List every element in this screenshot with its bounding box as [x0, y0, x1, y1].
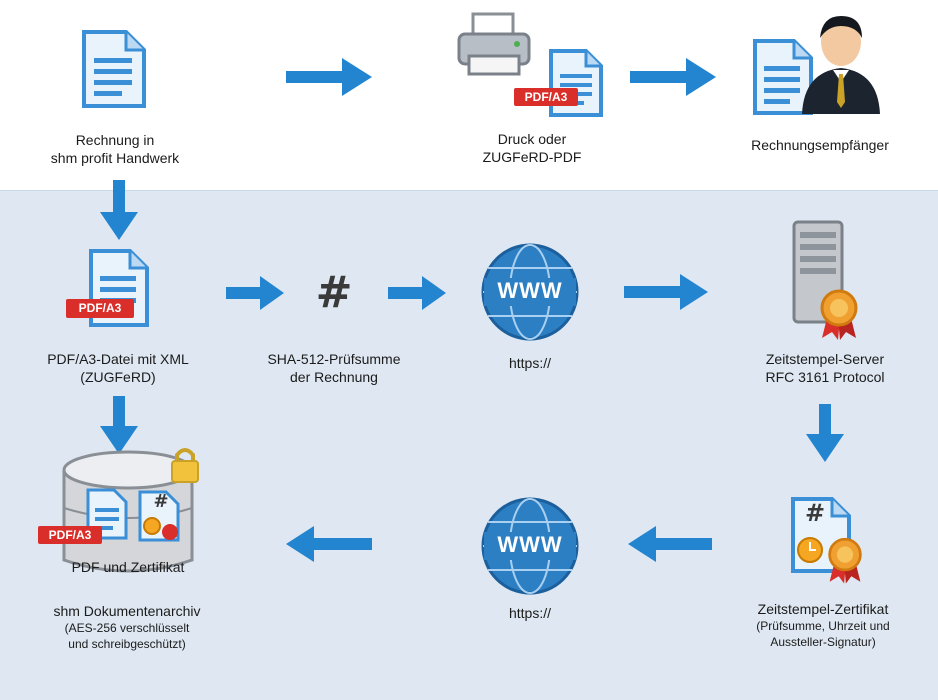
- print-label: Druck oder ZUGFeRD-PDF: [442, 130, 622, 166]
- seal-icon: [820, 289, 858, 340]
- hash-icon: #: [804, 499, 826, 527]
- print-label-line: Druck oder: [497, 131, 567, 147]
- arrow-down-icon: [100, 180, 138, 240]
- tsserver-label: Zeitstempel-Server RFC 3161 Protocol: [730, 350, 920, 386]
- hash-label-line: der Rechnung: [290, 369, 378, 385]
- www1-label: https://: [460, 354, 600, 372]
- pdf-a3-badge: PDF/A3: [66, 299, 134, 318]
- lock-icon: [171, 448, 199, 483]
- www1-label-line: https://: [508, 355, 552, 371]
- arrow-down-icon: [806, 404, 844, 462]
- pdfa3-label: PDF/A3-Datei mit XML (ZUGFeRD): [18, 350, 218, 386]
- globe-text: WWW: [497, 532, 563, 557]
- arrow-down-icon: [100, 396, 138, 454]
- document-icon: [753, 39, 813, 115]
- archive-sub-line: und schreibgeschützt): [68, 637, 186, 651]
- pdf-a3-badge: PDF/A3: [38, 526, 102, 544]
- tscert-sub-line: Aussteller-Signatur): [770, 635, 876, 649]
- arrow-right-icon: [226, 276, 284, 310]
- globe-icon: [481, 243, 579, 341]
- certificate-document-icon: [138, 490, 180, 542]
- pdfa3-label-line: (ZUGFeRD): [80, 369, 156, 385]
- seal-icon: [828, 537, 862, 584]
- hash-icon: #: [315, 267, 353, 318]
- hash-label-line: SHA-512-Prüfsumme: [267, 351, 401, 367]
- printer-icon: [457, 12, 531, 76]
- tscert-label-line: Zeitstempel-Zertifikat: [757, 601, 889, 617]
- arrow-right-icon: [286, 58, 372, 96]
- document-icon: [82, 30, 146, 108]
- process-panel: [0, 190, 938, 700]
- document-icon: [549, 49, 603, 117]
- hash-icon: #: [153, 491, 169, 512]
- archive-label-line: shm Dokumentenarchiv: [53, 603, 201, 619]
- www2-label-line: https://: [508, 605, 552, 621]
- arrow-right-icon: [624, 274, 708, 310]
- globe-text: WWW: [497, 278, 563, 303]
- archive-sub-line: (AES-256 verschlüsselt: [64, 621, 190, 635]
- person-icon: [802, 16, 880, 114]
- hash-label: SHA-512-Prüfsumme der Rechnung: [244, 350, 424, 386]
- invoice-label: Rechnung in shm profit Handwerk: [20, 131, 210, 167]
- arrow-left-icon: [628, 526, 712, 562]
- pdfa3-label-line: PDF/A3-Datei mit XML: [47, 351, 189, 367]
- arrow-left-icon: [286, 526, 372, 562]
- globe-icon: [481, 497, 579, 595]
- tscert-sub-line: (Prüfsumme, Uhrzeit und: [756, 619, 890, 633]
- recipient-label-line: Rechnungsempfänger: [751, 137, 889, 153]
- www2-label: https://: [460, 604, 600, 622]
- arrow-right-icon: [630, 58, 716, 96]
- arrow-right-icon: [388, 276, 446, 310]
- tsserver-label-line: Zeitstempel-Server: [765, 351, 885, 367]
- invoice-label-line: shm profit Handwerk: [50, 150, 180, 166]
- print-label-line: ZUGFeRD-PDF: [482, 149, 582, 165]
- tsserver-label-line: RFC 3161 Protocol: [765, 369, 885, 385]
- invoice-label-line: Rechnung in: [75, 132, 155, 148]
- archive-inner-label: PDF und Zertifikat: [71, 559, 185, 575]
- archive-label: shm Dokumentenarchiv (AES-256 verschlüss…: [20, 602, 234, 652]
- recipient-label: Rechnungsempfänger: [730, 136, 910, 154]
- tscert-label: Zeitstempel-Zertifikat (Prüfsumme, Uhrze…: [716, 600, 930, 650]
- pdf-a3-badge: PDF/A3: [514, 88, 578, 106]
